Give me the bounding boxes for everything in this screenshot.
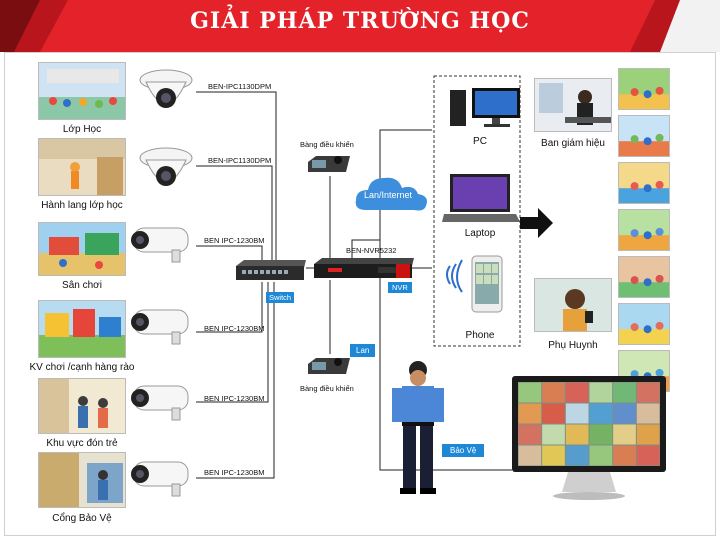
photo-corridor — [38, 138, 126, 196]
security-guard-tag: Bảo Vệ — [442, 444, 485, 457]
caption-classroom: Lớp Học — [62, 124, 102, 135]
camera-thumbnail — [618, 303, 670, 345]
photo-gate — [38, 452, 126, 508]
content-frame — [4, 52, 716, 536]
bullet-camera-icon — [131, 309, 189, 345]
caption-playground: Sân chơi — [62, 280, 102, 291]
joystick-controller-icon — [308, 358, 350, 374]
desktop-pc-icon — [450, 88, 520, 127]
dome-camera-icon — [139, 147, 193, 186]
photo-play-area — [38, 300, 126, 358]
camera-thumbnail — [618, 162, 670, 204]
bullet-camera-icon — [131, 461, 189, 497]
nvr-model-label: BEN-NVR5232 — [346, 246, 397, 255]
caption-parents: Phụ Huynh — [548, 340, 598, 351]
header-bar — [0, 0, 720, 52]
photo-playground — [38, 222, 126, 276]
dome-camera-icon — [139, 69, 193, 108]
security-guard-figure — [392, 361, 444, 494]
device-label-laptop: Laptop — [464, 228, 496, 239]
arrow-right-icon — [520, 208, 553, 238]
caption-pickup-area: Khu vực đón trẻ — [46, 438, 118, 449]
bullet-camera-icon — [131, 385, 189, 421]
bullet-camera-icon — [131, 227, 189, 263]
caption-gate: Cổng Bảo Vệ — [52, 513, 112, 524]
caption-play-area: KV chơi /cạnh hàng rào — [29, 362, 135, 373]
camera-thumbnail — [618, 115, 670, 157]
surveillance-monitor-icon — [512, 376, 666, 500]
nvr-recorder-icon — [314, 258, 414, 278]
caption-corridor: Hành lang lớp học — [41, 200, 123, 211]
lan-tag: Lan — [350, 344, 376, 357]
photo-management — [534, 78, 612, 132]
cloud-icon — [355, 177, 427, 211]
header-decoration — [0, 0, 720, 52]
camera-thumbnail — [618, 256, 670, 298]
device-label-phone: Phone — [465, 330, 495, 341]
camera-model-label: BEN-IPC1130DPM — [208, 156, 272, 165]
cloud-label: Lan/Internet — [364, 190, 413, 200]
photo-classroom — [38, 62, 126, 120]
nvr-tag: NVR — [388, 282, 412, 293]
camera-model-label: BEN IPC-1230BM — [204, 468, 265, 477]
device-label-pc: PC — [473, 136, 487, 147]
camera-model-label: BEN IPC-1230BM — [204, 394, 265, 403]
camera-thumbnail — [618, 68, 670, 110]
switch-tag: Switch — [266, 292, 295, 303]
caption-management: Ban giám hiệu — [541, 138, 605, 149]
page-title: GIẢI PHÁP TRƯỜNG HỌC — [190, 8, 530, 34]
camera-model-label: BEN-IPC1130DPM — [208, 82, 272, 91]
photo-parents — [534, 278, 612, 332]
network-switch-icon — [236, 260, 306, 280]
camera-thumbnail — [618, 209, 670, 251]
camera-model-label: BEN IPC-1230BM — [204, 324, 265, 333]
joystick-controller-icon — [308, 156, 350, 172]
photo-pickup-area — [38, 378, 126, 434]
controller-label-bottom: Bàng điều khiển — [300, 384, 354, 393]
controller-label-top: Bàng điều khiển — [300, 140, 354, 149]
smartphone-icon — [446, 255, 503, 313]
laptop-icon — [442, 174, 520, 222]
camera-model-label: BEN IPC-1230BM — [204, 236, 265, 245]
